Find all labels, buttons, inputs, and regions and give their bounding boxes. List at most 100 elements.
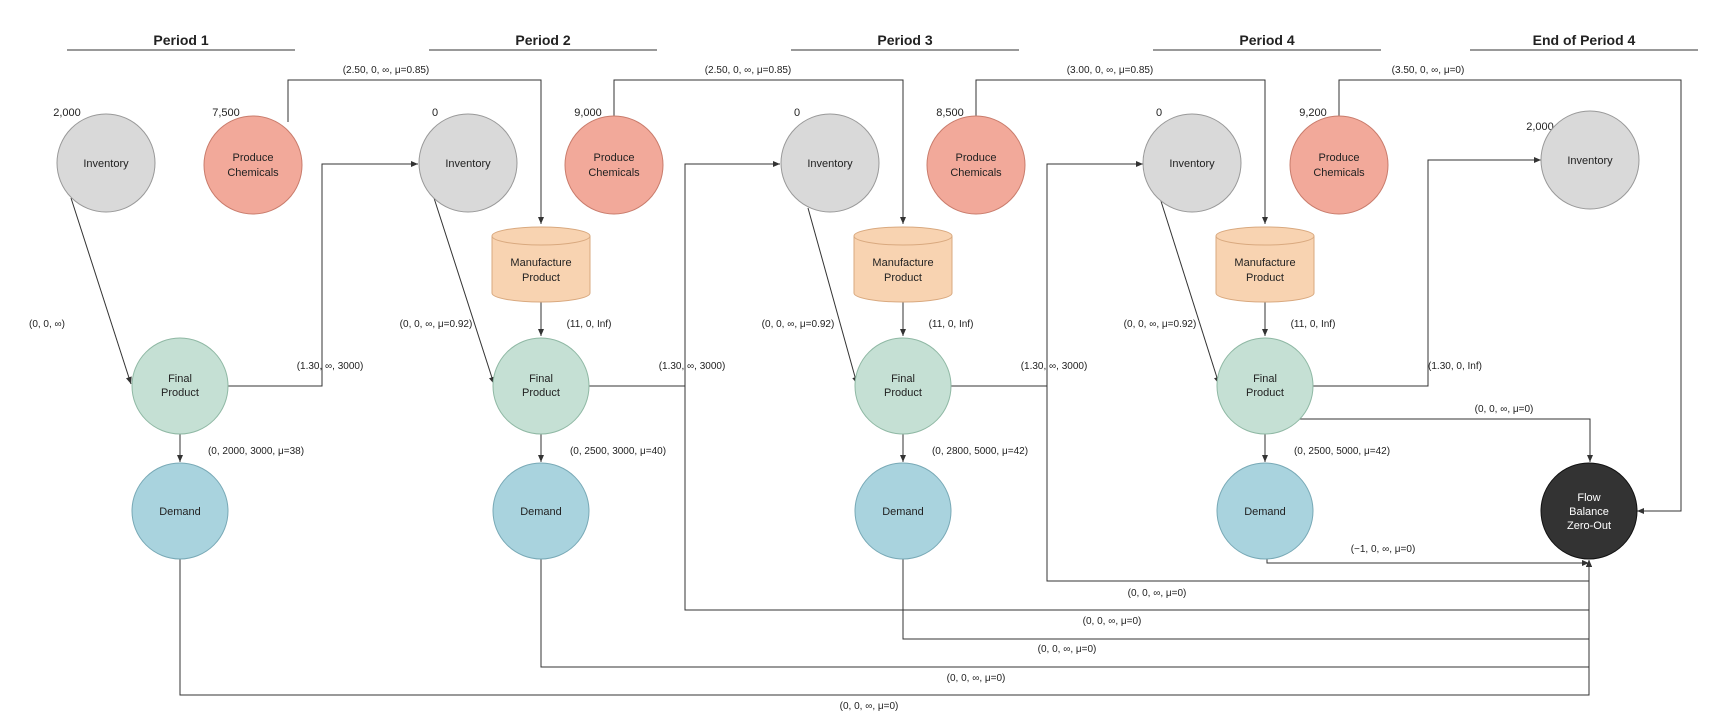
edge-label-p3-manufacture-to-final: (11, 0, Inf) (929, 319, 974, 330)
edge-label-p2-produce: (2.50, 0, ∞, μ=0.85) (343, 65, 430, 76)
p3-produce-value: 8,500 (936, 107, 964, 119)
end-inventory-node: 2,000 Inventory (1526, 110, 1640, 210)
p2-final-label-line2: Product (522, 387, 560, 399)
edge-label-p3-final-to-demand: (0, 2800, 5000, μ=42) (932, 446, 1028, 457)
end-produce-label-line1: Produce (1319, 152, 1360, 164)
flow-balance-node: Flow Balance Zero-Out (1540, 462, 1638, 560)
edge-p4-produce-to-manufacture (975, 79, 1268, 224)
p1-inventory-value: 2,000 (53, 107, 81, 119)
p2-produce-node: 9,000 Produce Chemicals (564, 107, 664, 215)
flow-balance-circle (1540, 462, 1638, 560)
p4-final-node: Final Product (1216, 337, 1314, 435)
p2-produce-label-line1: Produce (594, 152, 635, 164)
edge-label-p4-produce: (3.00, 0, ∞, μ=0.85) (1067, 65, 1154, 76)
p4-final-label-line1: Final (1253, 373, 1277, 385)
edge-label-return-5: (0, 0, ∞, μ=0) (840, 701, 899, 712)
p3-produce-circle (926, 115, 1026, 215)
p4-final-circle (1216, 337, 1314, 435)
p4-manufacture-cylinder-body (1215, 236, 1315, 303)
p4-inventory-node: 0 Inventory (1142, 107, 1242, 213)
p2-final-node: Final Product (492, 337, 590, 435)
p2-inventory-value: 0 (432, 107, 438, 119)
edge-p2-final-to-inventory (589, 161, 780, 387)
edge-label-return-3: (0, 0, ∞, μ=0) (1038, 644, 1097, 655)
p3-produce-node: 8,500 Produce Chemicals (926, 107, 1026, 215)
end-inventory-value: 2,000 (1526, 121, 1554, 133)
p1-demand-circle (131, 462, 229, 560)
p1-produce-node: 7,500 Produce Chemicals (203, 107, 303, 215)
p2-demand-label: Demand (520, 506, 562, 518)
edge-label-return-2: (0, 0, ∞, μ=0) (1083, 616, 1142, 627)
period-headers: Period 1 Period 2 Period 3 Period 4 End … (67, 32, 1698, 51)
p1-produce-label-line2: Chemicals (227, 167, 279, 179)
edge-label-return-1: (0, 0, ∞, μ=0) (1128, 588, 1187, 599)
p3-inventory-circle (780, 113, 880, 213)
edge-p4-final-to-end-inventory (1313, 157, 1541, 387)
p1-demand-label: Demand (159, 506, 201, 518)
p1-inventory-label: Inventory (83, 158, 129, 170)
edge-label-p4-manufacture-to-final: (11, 0, Inf) (1291, 319, 1336, 330)
edge-label-p1-final-to-inventory: (1.30, ∞, 3000) (297, 361, 364, 372)
edge-label-p1-final-to-demand: (0, 2000, 3000, μ=38) (208, 446, 304, 457)
p4-demand-label: Demand (1244, 506, 1286, 518)
edge-label-p3-produce: (2.50, 0, ∞, μ=0.85) (705, 65, 792, 76)
end-period-title: End of Period 4 (1533, 32, 1636, 48)
flow-balance-label-line2: Balance (1569, 506, 1609, 518)
edge-p2-inventory-to-final (433, 197, 495, 385)
p3-demand-label: Demand (882, 506, 924, 518)
p3-manufacture-node: Manufacture Product (853, 226, 953, 303)
edge-return-3 (902, 558, 1592, 640)
flow-balance-label-line1: Flow (1577, 492, 1600, 504)
edge-return-5 (179, 558, 1592, 696)
edge-p3-produce-to-manufacture (613, 79, 906, 224)
nodes: 2,000 Inventory 7,500 Produce Chemicals … (53, 107, 1640, 560)
p1-final-label-line1: Final (168, 373, 192, 385)
p4-final-label-line2: Product (1246, 387, 1284, 399)
edge-return-1 (1046, 163, 1592, 582)
period-1-title: Period 1 (153, 32, 208, 48)
p1-produce-value: 7,500 (212, 107, 240, 119)
p3-inventory-node: 0 Inventory (780, 107, 880, 213)
p1-final-label-line2: Product (161, 387, 199, 399)
p3-demand-circle (854, 462, 952, 560)
p1-produce-circle (203, 115, 303, 215)
p3-final-node: Final Product (854, 337, 952, 435)
end-produce-node: 9,200 Produce Chemicals (1289, 107, 1389, 215)
p2-produce-value: 9,000 (574, 107, 602, 119)
edges (70, 79, 1682, 696)
edge-return-2 (684, 386, 1592, 611)
p3-manufacture-cylinder-top (853, 226, 953, 246)
p3-final-circle (854, 337, 952, 435)
end-inventory-label: Inventory (1567, 155, 1613, 167)
p4-demand-circle (1216, 462, 1314, 560)
flow-balance-label-line3: Zero-Out (1567, 520, 1611, 532)
edge-label-p5-produce: (3.50, 0, ∞, μ=0) (1392, 65, 1465, 76)
p2-produce-circle (564, 115, 664, 215)
period-2-title: Period 2 (515, 32, 570, 48)
p4-demand-node: Demand (1216, 462, 1314, 560)
p2-produce-label-line2: Chemicals (588, 167, 640, 179)
p4-manufacture-label-line1: Manufacture (1234, 257, 1295, 269)
p1-inventory-circle (56, 113, 156, 213)
p2-manufacture-node: Manufacture Product (491, 226, 591, 303)
edge-label-p4-final-to-inventory: (1.30, 0, Inf) (1428, 361, 1482, 372)
edge-p3-inventory-to-final (807, 207, 859, 385)
p2-manufacture-label-line2: Product (522, 272, 560, 284)
p3-manufacture-label-line1: Manufacture (872, 257, 933, 269)
p1-final-circle (131, 337, 229, 435)
p2-manufacture-cylinder-body (491, 236, 591, 303)
edge-label-p4-final-to-demand: (0, 2500, 5000, μ=42) (1294, 446, 1390, 457)
p2-manufacture-label-line1: Manufacture (510, 257, 571, 269)
edge-label-p2-inventory-to-final: (0, 0, ∞, μ=0.92) (400, 319, 473, 330)
edge-p4-demand-to-flow (1266, 558, 1589, 566)
p2-demand-node: Demand (492, 462, 590, 560)
end-produce-value: 9,200 (1299, 107, 1327, 119)
p4-manufacture-cylinder-top (1215, 226, 1315, 246)
edge-label-p4-inventory-to-final: (0, 0, ∞, μ=0.92) (1124, 319, 1197, 330)
edge-label-p1-inventory-to-final: (0, 0, ∞) (29, 319, 65, 330)
end-produce-circle (1289, 115, 1389, 215)
p2-inventory-label: Inventory (445, 158, 491, 170)
edge-label-p3-final-to-inventory: (1.30, ∞, 3000) (1021, 361, 1088, 372)
p3-manufacture-cylinder-body (853, 236, 953, 303)
p4-manufacture-label-line2: Product (1246, 272, 1284, 284)
